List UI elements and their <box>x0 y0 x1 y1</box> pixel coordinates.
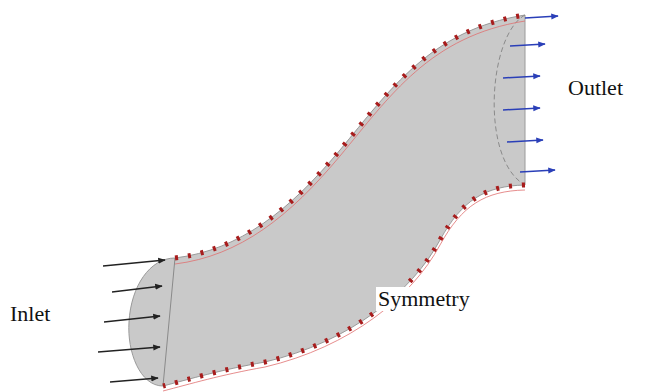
boundary-label: Inlet <box>8 302 52 326</box>
wall-markers <box>175 15 525 258</box>
wall-ticks <box>175 21 525 264</box>
wall-ticks <box>163 190 525 391</box>
boundary-label: Outlet <box>566 76 625 100</box>
outlet-arc <box>494 15 525 185</box>
wall-markers <box>163 185 525 386</box>
inlet-arrows <box>98 260 165 382</box>
boundary-label: Symmetry <box>376 287 472 311</box>
outlet-arrows <box>503 16 558 172</box>
inlet-edge <box>163 258 175 386</box>
duct-surface <box>129 15 525 386</box>
